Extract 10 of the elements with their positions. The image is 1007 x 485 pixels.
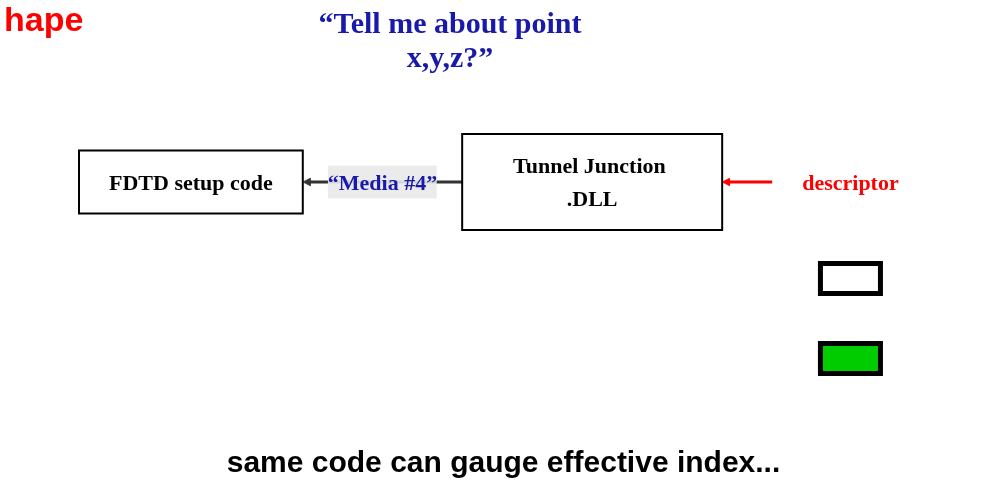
arrow: [721, 177, 772, 187]
node-box: [817, 341, 883, 377]
edge-label: “Media #4”: [327, 169, 437, 195]
node-text: descriptor: [801, 169, 899, 195]
node-box: Tunnel Junction .DLL: [460, 133, 723, 232]
query-text: “Tell me about point x,y,z?”: [317, 6, 583, 74]
slide-title: hape: [4, 0, 84, 39]
node-box: FDTD setup code: [77, 149, 304, 215]
caption: same code can gauge effective index...: [225, 445, 782, 479]
node-box: [817, 261, 883, 297]
